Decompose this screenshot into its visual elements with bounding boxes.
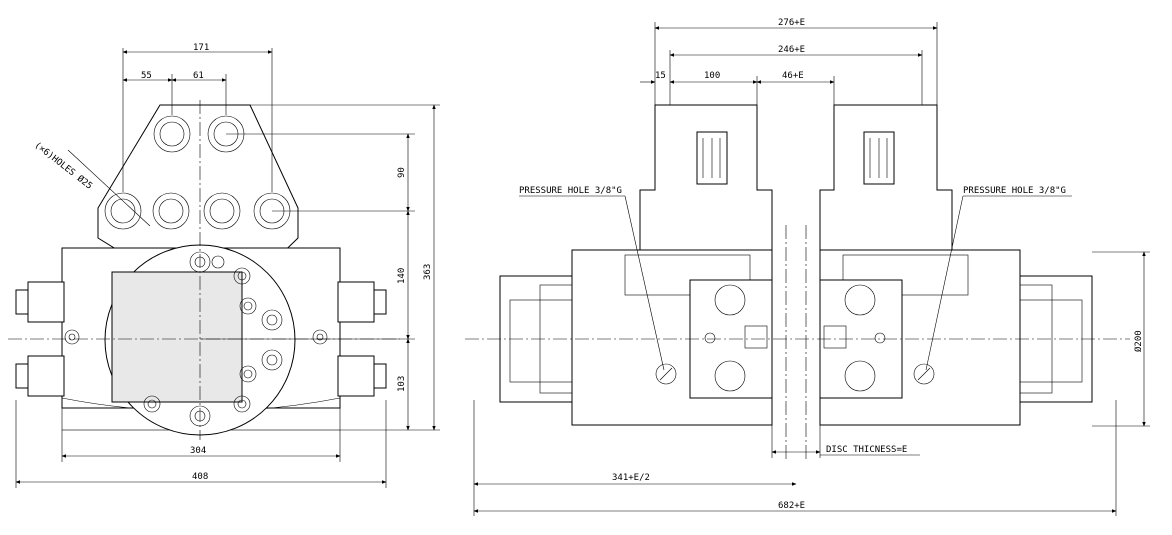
dim-276E: 276+E [778, 18, 805, 28]
dim-55: 55 [141, 71, 152, 81]
dim-90: 90 [397, 167, 407, 178]
dim-171: 171 [193, 43, 209, 53]
right-side-block-upper [337, 281, 375, 323]
dim-304: 304 [190, 446, 206, 456]
dim-100: 100 [704, 71, 720, 81]
label-pressure-hole-right: PRESSURE HOLE 3/8"G [963, 186, 1066, 196]
left-side-block-upper [27, 281, 65, 323]
front-center-block [111, 271, 243, 403]
label-pressure-hole-left: PRESSURE HOLE 3/8"G [519, 186, 622, 196]
dim-61: 61 [193, 71, 204, 81]
dim-140: 140 [397, 268, 407, 284]
label-disc-thickness: DISC THICNESS=E [826, 445, 907, 455]
dim-15: 15 [655, 71, 666, 81]
side-view: 276+E 246+E 15 100 46+E PRESSURE HOLE 3/… [465, 18, 1150, 516]
dim-341: 341+E/2 [612, 473, 650, 483]
left-side-block-lower [27, 355, 65, 397]
dim-103: 103 [397, 376, 407, 392]
dim-46E: 46+E [782, 71, 804, 81]
dim-682: 682+E [778, 501, 805, 511]
right-side-block-lower [337, 355, 375, 397]
dim-246E: 246+E [778, 45, 805, 55]
dim-d200: Ø200 [1133, 330, 1144, 352]
front-view: 171 55 61 (×6)HOLES Ø25 90 140 103 363 3… [8, 43, 440, 488]
dim-408: 408 [192, 472, 208, 482]
dim-363: 363 [423, 264, 433, 280]
